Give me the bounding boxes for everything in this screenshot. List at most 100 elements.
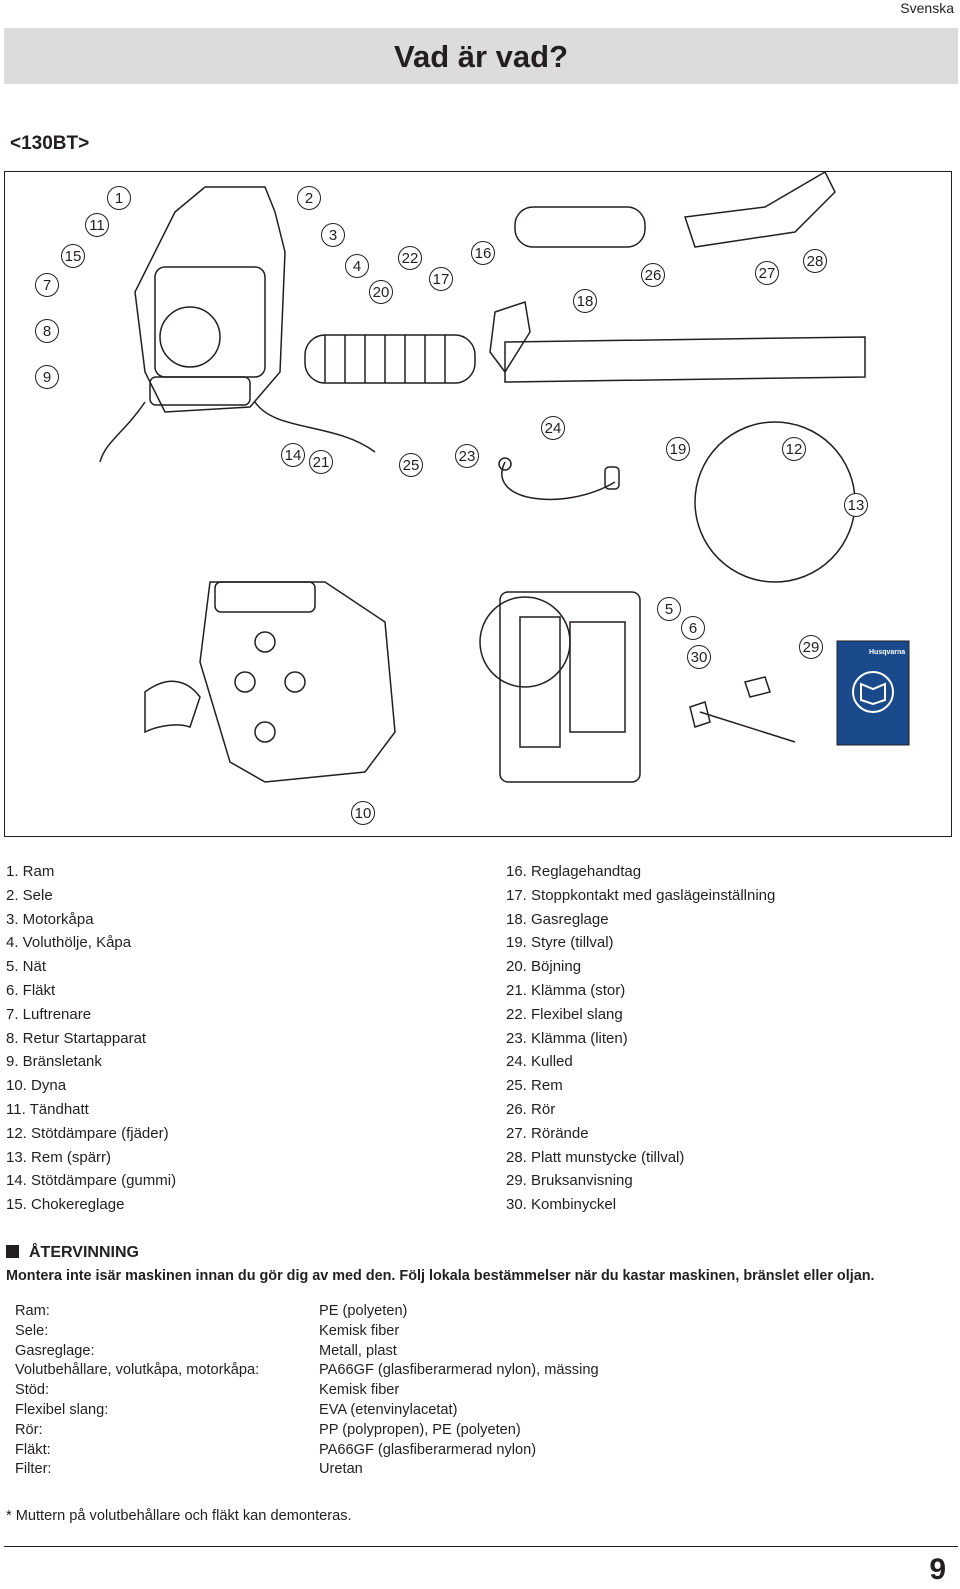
callout-20: 20 xyxy=(369,280,393,304)
material-part: Fläkt: xyxy=(15,1441,51,1458)
part-list-item: 19. Styre (tillval) xyxy=(506,934,614,952)
part-list-item: 16. Reglagehandtag xyxy=(506,863,642,880)
callout-5: 5 xyxy=(657,597,681,621)
material-value: Kemisk fiber xyxy=(319,1382,400,1399)
callout-19: 19 xyxy=(666,437,690,461)
footnote: * Muttern på volutbehållare och fläkt ka… xyxy=(6,1508,352,1524)
part-list-item: 7. Luftrenare xyxy=(6,1005,92,1023)
callout-2: 2 xyxy=(297,186,321,210)
callout-label: 15 xyxy=(65,248,82,265)
material-row: Rör: PP (polypropen), PE (polyeten) xyxy=(15,1421,599,1441)
material-row: Fläkt: PA66GF (glasfiberarmerad nylon) xyxy=(15,1441,599,1461)
callout-label: 6 xyxy=(689,620,697,637)
callout-24: 24 xyxy=(541,416,565,440)
callout-22: 22 xyxy=(398,246,422,270)
callout-10: 10 xyxy=(351,801,375,825)
part-list-item: 10. Dyna xyxy=(6,1077,67,1095)
material-row: Stöd: Kemisk fiber xyxy=(15,1381,599,1401)
callout-label: 22 xyxy=(402,250,419,267)
part-list-item: 23. Klämma (liten) xyxy=(506,1029,628,1047)
part-list-item: 30. Kombinyckel xyxy=(506,1196,617,1214)
material-part: Stöd: xyxy=(15,1382,50,1399)
callout-label: 8 xyxy=(43,323,51,340)
callout-label: 13 xyxy=(848,497,865,514)
material-row: Filter: Uretan xyxy=(15,1460,599,1480)
material-part: Sele: xyxy=(15,1322,49,1339)
material-part: Ram: xyxy=(15,1303,50,1319)
callout-label: 9 xyxy=(43,369,51,386)
callout-label: 27 xyxy=(759,265,776,282)
page-number: 9 xyxy=(929,1553,946,1586)
callout-1: 1 xyxy=(107,186,131,210)
part-list-item: 12. Stötdämpare (fjäder) xyxy=(6,1124,169,1142)
material-part: Rör: xyxy=(15,1421,43,1438)
material-row: Gasreglage:Metall, plast xyxy=(15,1342,599,1362)
callout-label: 7 xyxy=(43,277,51,294)
title-bar: Vad är vad? xyxy=(4,28,958,84)
callout-17: 17 xyxy=(429,267,453,291)
material-value: Uretan xyxy=(319,1461,363,1478)
frame-outline xyxy=(134,186,286,413)
part-list-item: 6. Fläkt xyxy=(6,981,56,999)
callout-label: 19 xyxy=(670,441,687,458)
callout-label: 20 xyxy=(373,284,390,301)
callout-label: 30 xyxy=(691,649,708,666)
callout-30: 30 xyxy=(687,645,711,669)
part-list-item: 17. Stoppkontakt med gaslägeinställning xyxy=(506,886,776,904)
part-list-item: 8. Retur Startapparat xyxy=(6,1029,147,1047)
callout-15: 15 xyxy=(61,244,85,268)
part-list-item: 21. Klämma (stor) xyxy=(506,981,626,999)
material-row: Flexibel slang:EVA (etenvinylacetat) xyxy=(15,1401,599,1421)
callout-label: 25 xyxy=(403,457,420,474)
part-list-item: 22. Flexibel slang xyxy=(506,1005,623,1023)
callout-23: 23 xyxy=(455,444,479,468)
callout-4: 4 xyxy=(345,254,369,278)
part-list-item: 13. Rem (spärr) xyxy=(6,1148,112,1166)
part-list-item: 25. Rem xyxy=(506,1077,563,1095)
material-value: Metall, plast xyxy=(319,1342,397,1359)
callout-label: 18 xyxy=(577,293,594,310)
manual-book xyxy=(836,640,910,746)
language-label: Svenska xyxy=(900,0,954,16)
callout-label: 23 xyxy=(459,448,476,465)
callout-label: 11 xyxy=(89,217,105,234)
callout-label: 5 xyxy=(665,601,673,618)
callout-8: 8 xyxy=(35,319,59,343)
part-list-item: 4. Voluthölje, Kåpa xyxy=(6,934,132,952)
callout-29: 29 xyxy=(799,635,823,659)
callout-label: 29 xyxy=(803,639,820,656)
material-value: PP (polypropen), PE (polyeten) xyxy=(319,1421,521,1438)
callout-label: 2 xyxy=(305,190,313,207)
part-list-item: 29. Bruksanvisning xyxy=(506,1172,633,1190)
material-row: Volutbehållare, volutkåpa, motorkåpa:PA6… xyxy=(15,1361,599,1381)
part-list-item: 27. Rörände xyxy=(506,1124,589,1142)
recycling-text: Montera inte isär maskinen innan du gör … xyxy=(6,1268,875,1284)
material-row: Ram: PE (polyeten) xyxy=(15,1302,599,1322)
material-part: Flexibel slang: xyxy=(15,1401,109,1418)
material-value: PA66GF (glasfiberarmerad nylon) xyxy=(319,1441,537,1458)
model-heading: <130BT> xyxy=(10,133,90,154)
callout-label: 17 xyxy=(433,271,450,288)
part-list-item: 3. Motorkåpa xyxy=(6,910,94,928)
callout-18: 18 xyxy=(573,289,597,313)
recycling-heading-text: ÅTERVINNING xyxy=(29,1244,139,1261)
part-list-item: 26. Rör xyxy=(506,1100,556,1118)
manual-brand: Husqvarna xyxy=(869,649,905,656)
material-value: PE (polyeten) xyxy=(319,1303,408,1319)
callout-11: 11 xyxy=(85,213,109,237)
divider xyxy=(4,1546,958,1547)
material-part: Filter: xyxy=(15,1461,52,1478)
material-row: Sele: Kemisk fiber xyxy=(15,1322,599,1342)
parts-list-right: 16. Reglagehandtag 17. Stoppkontakt med g… xyxy=(506,860,775,1217)
material-value: Kemisk fiber xyxy=(319,1322,400,1339)
part-list-item: 9. Bränsletank xyxy=(6,1053,102,1071)
callout-26: 26 xyxy=(641,263,665,287)
callout-3: 3 xyxy=(321,223,345,247)
callout-label: 12 xyxy=(786,441,803,458)
callout-28: 28 xyxy=(803,249,827,273)
